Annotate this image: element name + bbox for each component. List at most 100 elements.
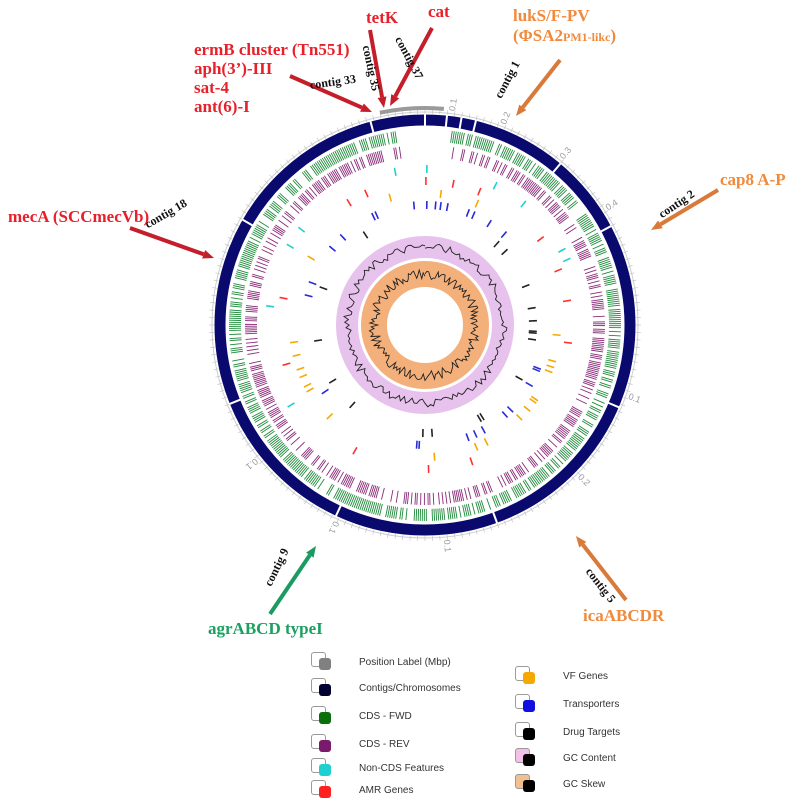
vf-annotation-cap8: cap8 A-P: [720, 170, 786, 189]
cds-fwd-mark: [594, 249, 607, 255]
feature-mark: [374, 211, 380, 220]
feature-mark: [525, 381, 534, 388]
tick-mark: [343, 124, 347, 130]
cds-fwd-mark: [278, 194, 288, 204]
cds-rev-mark: [461, 149, 466, 162]
feature-mark: [563, 341, 572, 345]
tick-mark: [468, 531, 471, 537]
feature-mark: [415, 440, 418, 449]
cds-rev-mark: [505, 472, 512, 484]
cds-fwd-mark: [513, 153, 521, 165]
cds-fwd-mark: [229, 309, 242, 312]
legend-item-position-label: Position Label (Mbp): [311, 652, 451, 672]
cds-fwd-mark: [392, 131, 396, 144]
cds-fwd-mark: [291, 459, 301, 470]
cds-fwd-mark: [556, 188, 566, 198]
cds-fwd-mark: [547, 461, 556, 472]
cds-fwd-mark: [557, 189, 568, 199]
legend-item-gc-content: GC Content: [515, 748, 616, 768]
cds-rev-mark: [245, 341, 258, 344]
tick-mark: [219, 389, 225, 393]
cds-fwd-mark: [234, 367, 247, 372]
cds-fwd-mark: [525, 160, 533, 172]
cds-rev-mark: [464, 488, 468, 501]
tick-mark: [372, 529, 375, 535]
feature-mark: [292, 353, 301, 358]
cds-fwd-mark: [589, 236, 601, 243]
cds-rev-mark: [259, 390, 271, 397]
cds-fwd-mark: [389, 505, 393, 518]
cds-rev-mark: [340, 165, 347, 177]
cds-fwd-mark: [439, 508, 442, 521]
cds-fwd-mark: [581, 221, 593, 229]
cds-rev-mark: [478, 154, 484, 167]
cds-rev-mark: [306, 189, 315, 199]
cds-fwd-mark: [608, 312, 621, 315]
cds-rev-mark: [557, 214, 568, 223]
cds-fwd-mark: [602, 372, 615, 377]
cds-rev-mark: [543, 443, 553, 454]
cds-rev-mark: [577, 248, 589, 255]
cds-fwd-mark: [563, 445, 574, 454]
amr-annotation-tetk: tetK: [366, 8, 399, 27]
feature-mark: [515, 413, 523, 421]
cds-fwd-mark: [339, 148, 346, 160]
tick-mark: [264, 465, 269, 470]
cds-fwd-mark: [539, 171, 548, 182]
cds-fwd-mark: [395, 506, 398, 519]
cds-fwd-mark: [313, 163, 321, 174]
cds-rev-mark: [485, 481, 492, 493]
cds-fwd-mark: [238, 265, 250, 270]
cds-rev-mark: [448, 491, 452, 504]
feature-mark: [501, 248, 509, 256]
feature-mark: [279, 296, 288, 300]
cds-fwd-mark: [308, 473, 317, 484]
tick-mark: [297, 150, 302, 155]
cds-fwd-mark: [480, 500, 486, 512]
cds-rev-mark: [292, 202, 303, 212]
cds-fwd-mark: [464, 504, 468, 517]
annotation-arrow-head: [576, 536, 587, 548]
cds-fwd-mark: [231, 291, 244, 295]
tick-mark: [595, 448, 600, 453]
cds-fwd-mark: [265, 210, 276, 219]
cds-rev-mark: [280, 425, 292, 434]
cds-rev-mark: [381, 487, 385, 500]
cds-rev-mark: [267, 237, 279, 244]
cds-rev-mark: [405, 491, 408, 504]
cds-rev-mark: [589, 360, 602, 364]
cds-fwd-mark: [394, 131, 398, 144]
cds-rev-mark: [514, 466, 522, 478]
feature-mark: [266, 305, 275, 308]
tick-mark: [269, 471, 274, 476]
cds-rev-mark: [270, 232, 281, 240]
cds-fwd-mark: [318, 160, 326, 171]
feature-mark: [476, 414, 483, 423]
cds-fwd-mark: [326, 483, 333, 495]
cds-rev-mark: [591, 304, 604, 307]
cds-rev-mark: [558, 426, 569, 435]
cds-rev-mark: [340, 473, 348, 485]
cds-fwd-mark: [606, 353, 619, 357]
cds-fwd-mark: [253, 414, 265, 422]
cds-rev-mark: [586, 372, 598, 377]
cds-fwd-mark: [236, 375, 249, 380]
cds-fwd-mark: [229, 343, 242, 346]
cds-rev-mark: [258, 389, 271, 395]
tick-mark: [631, 368, 637, 371]
tick-mark: [237, 430, 243, 434]
cds-fwd-mark: [285, 454, 295, 464]
cds-fwd-mark: [573, 433, 584, 442]
cds-rev-mark: [293, 200, 304, 210]
tick-mark: [212, 361, 218, 363]
cds-rev-mark: [592, 308, 605, 311]
tick-mark: [560, 159, 565, 164]
feature-mark: [328, 245, 337, 252]
cds-fwd-mark: [357, 497, 363, 510]
cds-fwd-mark: [235, 373, 248, 378]
cds-rev-mark: [592, 337, 605, 340]
cds-rev-mark: [264, 400, 276, 407]
cds-fwd-mark: [266, 433, 278, 442]
cds-fwd-mark: [522, 480, 530, 492]
tick-mark: [372, 115, 375, 121]
